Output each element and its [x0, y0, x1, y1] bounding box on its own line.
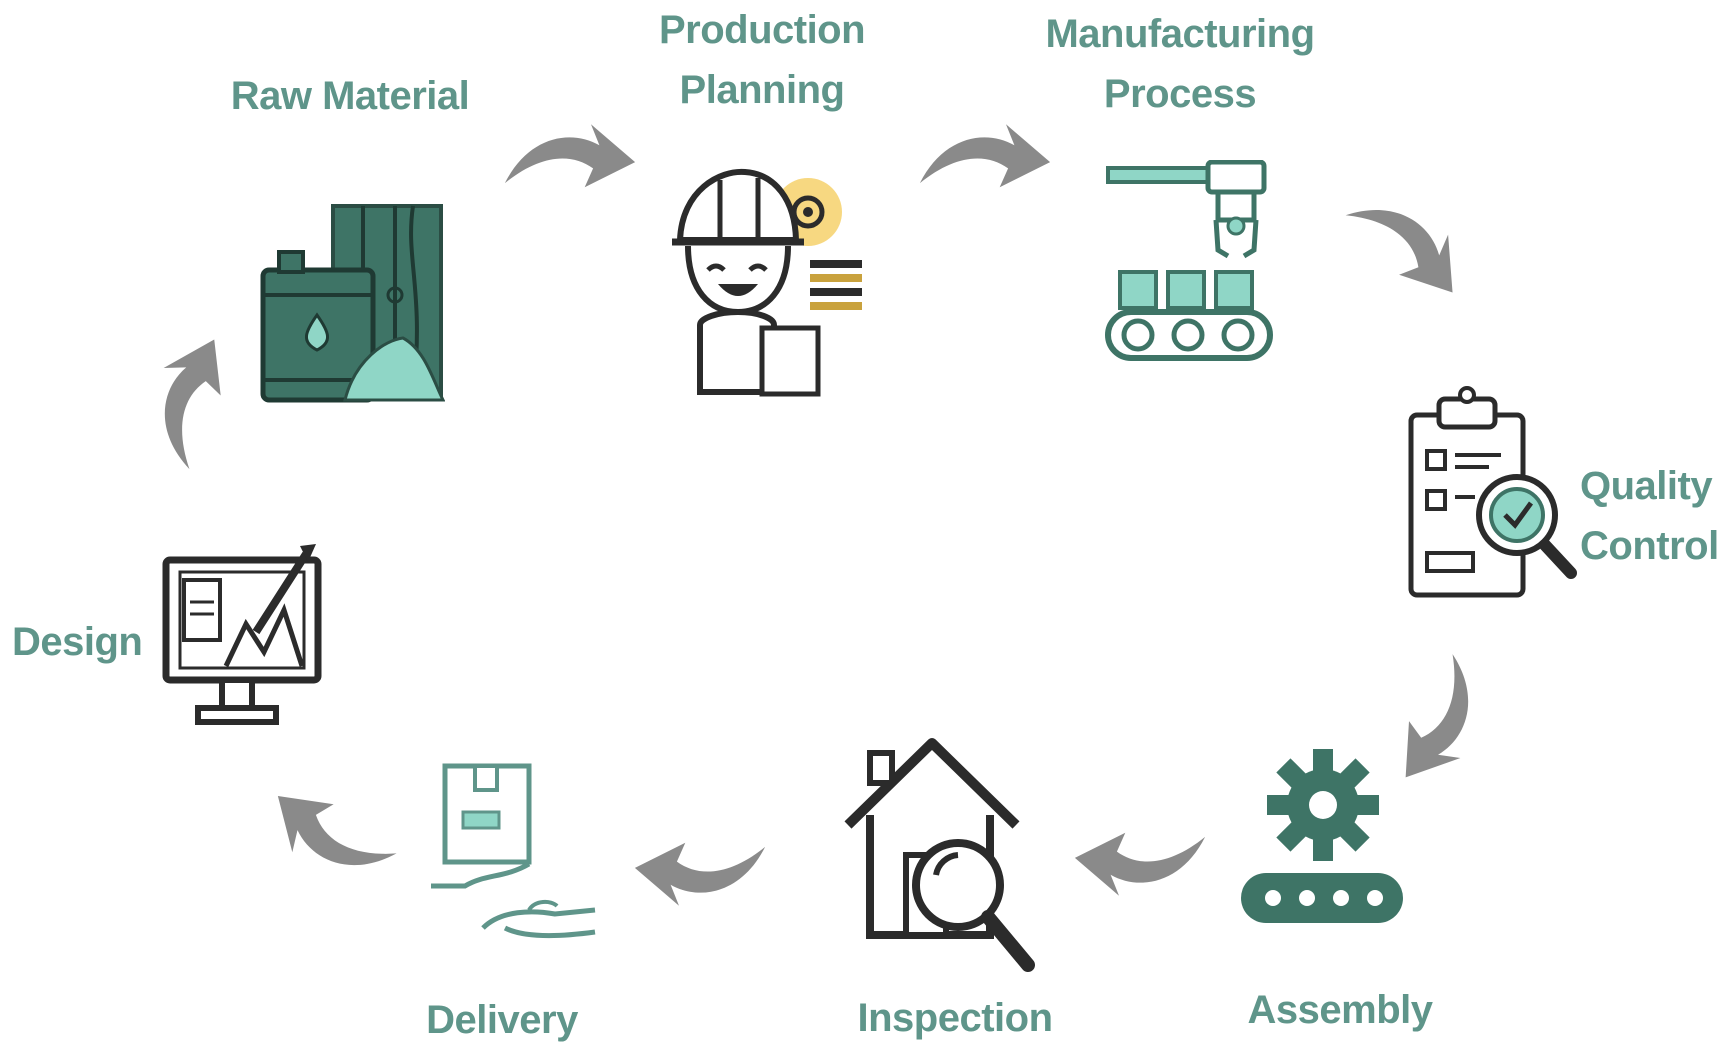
package-hand-icon — [431, 763, 596, 938]
monitor-drawing-icon — [162, 544, 322, 725]
gear-conveyor-icon — [1241, 749, 1403, 923]
conveyor-robot-arm-icon — [1105, 160, 1273, 361]
arrow-planning-to-manufacturing — [919, 124, 1051, 188]
label-line: Delivery — [426, 998, 578, 1042]
label-inspection: Inspection — [857, 988, 1053, 1048]
label-design: Design — [12, 612, 143, 672]
label-line: Design — [12, 620, 143, 664]
label-line: Inspection — [857, 996, 1053, 1040]
arrow-inspection-to-delivery — [634, 842, 766, 906]
label-raw-material: Raw Material — [231, 66, 470, 126]
arrow-raw-to-planning — [504, 124, 636, 188]
label-quality-control: Quality Control — [1580, 456, 1719, 576]
label-delivery: Delivery — [426, 990, 578, 1050]
arrow-design-to-raw — [134, 326, 238, 471]
label-line: Production — [658, 8, 866, 52]
label-line: Quality — [1580, 464, 1713, 508]
arrow-delivery-to-design — [256, 775, 399, 902]
label-line: Assembly — [1247, 988, 1433, 1032]
clipboard-magnifier-icon — [1408, 386, 1577, 598]
label-line: Control — [1580, 524, 1719, 568]
label-manufacturing-process: Manufacturing Process — [1045, 4, 1315, 124]
engineer-icon — [672, 168, 862, 397]
label-line: Process — [1103, 72, 1257, 116]
raw-material-icon — [260, 204, 445, 403]
house-magnifier-icon — [844, 738, 1035, 972]
arrow-assembly-to-inspection — [1074, 832, 1206, 896]
label-line: Manufacturing — [1045, 12, 1315, 56]
arrow-manufacturing-to-quality — [1342, 173, 1480, 311]
label-assembly: Assembly — [1248, 980, 1433, 1040]
label-production-planning: Production Planning — [658, 0, 866, 120]
label-line: Raw Material — [230, 74, 470, 118]
label-line: Planning — [679, 68, 845, 112]
